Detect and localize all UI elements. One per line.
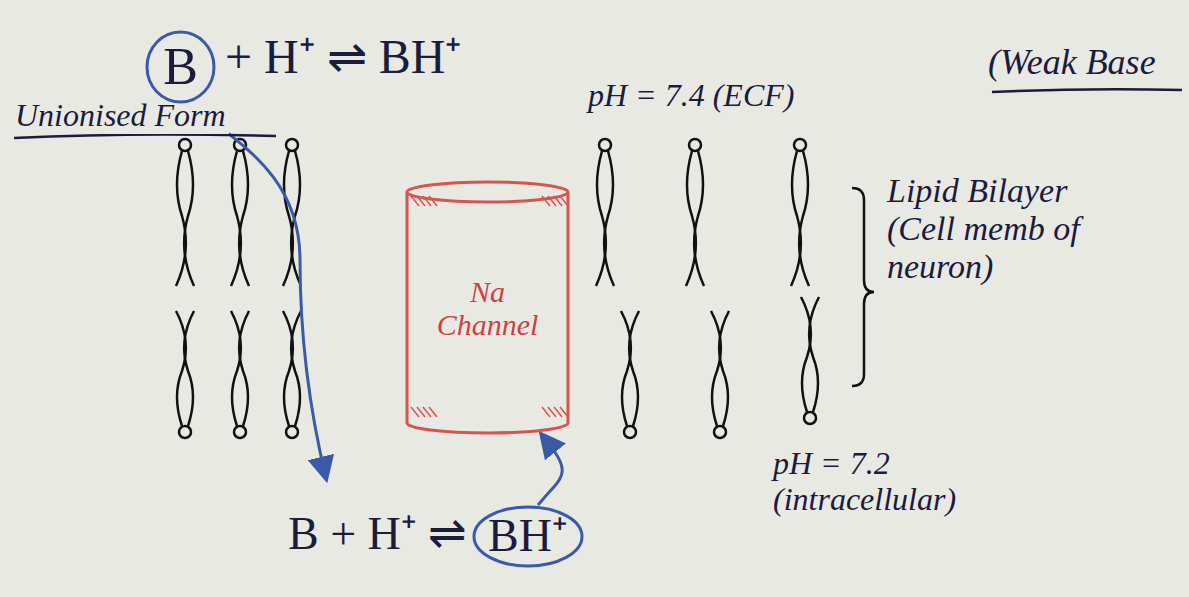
- lipid-molecule: [711, 311, 729, 438]
- lipid-molecule: [791, 139, 809, 286]
- lipid-molecule: [176, 311, 194, 438]
- node-text: Na Channel: [420, 275, 555, 341]
- board-label: pH = 7.2 (intracellular): [770, 446, 1036, 518]
- sodium-channel: Na Channel: [405, 180, 570, 435]
- node-text: BH⁺: [488, 511, 568, 562]
- lipid-molecule: [801, 297, 819, 424]
- board-label: (Weak Base: [985, 42, 1159, 82]
- circled-species: B: [145, 30, 216, 104]
- lipid-molecule: [686, 139, 704, 286]
- arrow-connector: [538, 435, 562, 505]
- lipid-molecule: [231, 139, 249, 286]
- board-label: + H⁺ ⇌ BH⁺: [222, 30, 464, 84]
- board-label: Unionised Form: [12, 98, 229, 134]
- board-label: B + H⁺ ⇌: [285, 508, 470, 560]
- lipid-molecule: [231, 311, 249, 438]
- circled-species: BH⁺: [472, 505, 584, 568]
- diffusion-arrow: [190, 102, 326, 478]
- underline: [992, 89, 1182, 92]
- lipid-molecule: [176, 139, 194, 286]
- lipid-molecule: [283, 311, 301, 438]
- lipid-molecule: [596, 139, 614, 286]
- board-label: pH = 7.4 (ECF): [585, 78, 797, 114]
- lipid-molecule: [621, 311, 639, 438]
- underline: [14, 134, 276, 138]
- board-label: Lipid Bilayer (Cell memb of neuron): [884, 172, 1115, 286]
- node-text: B: [163, 38, 198, 95]
- bracket: [852, 188, 874, 386]
